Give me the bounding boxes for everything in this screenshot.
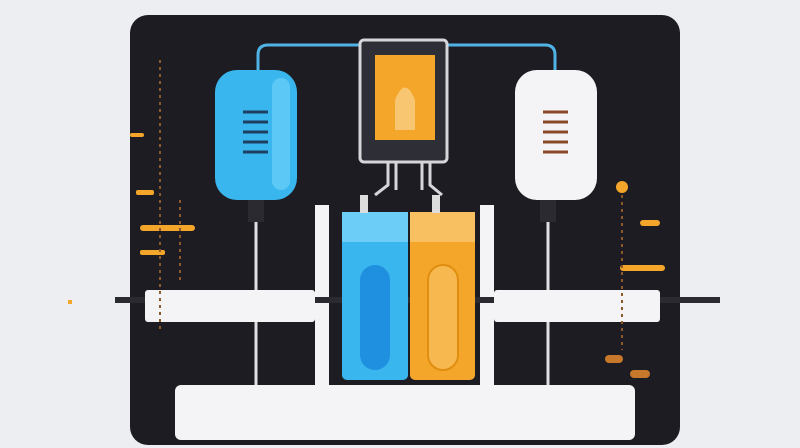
decorative-dotted-lines (159, 60, 623, 350)
support-frame (115, 205, 720, 440)
orange-battery-icon (410, 195, 475, 380)
center-display-icon (358, 38, 449, 197)
blue-battery-icon (342, 195, 408, 380)
top-wires (256, 43, 557, 72)
blue-adapter-icon (215, 70, 297, 415)
decorative-dashes (68, 133, 665, 378)
